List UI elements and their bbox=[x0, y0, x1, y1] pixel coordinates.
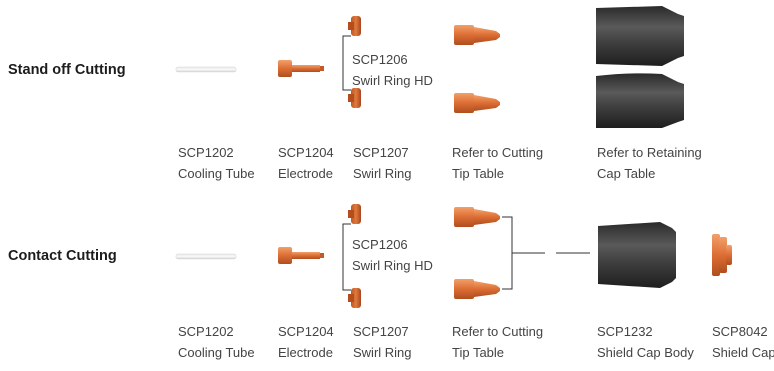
part-number: SCP1232 bbox=[597, 324, 653, 339]
swirl-bracket bbox=[342, 35, 351, 91]
electrode-icon bbox=[278, 60, 324, 77]
cutting-tip-icon bbox=[454, 25, 500, 45]
swirl-bracket bbox=[342, 223, 351, 291]
cutting-tip-icon bbox=[454, 207, 500, 227]
electrode-icon bbox=[278, 247, 324, 264]
shield-cap-body-icon bbox=[598, 222, 676, 288]
part-number: SCP1207 bbox=[353, 324, 409, 339]
cooling-tube-icon bbox=[175, 66, 237, 73]
swirl-hd-label: SCP1206 Swirl Ring HD bbox=[352, 234, 433, 276]
swirl-ring-hd-icon bbox=[348, 16, 361, 36]
part-name: Cooling Tube bbox=[178, 345, 255, 360]
caption-cooling-tube: SCP1202 Cooling Tube bbox=[178, 321, 255, 363]
swirl-ring-hd-icon bbox=[348, 204, 361, 224]
swirl-ring-icon bbox=[348, 88, 361, 108]
part-number: SCP8042 bbox=[712, 324, 768, 339]
part-number: SCP1206 bbox=[352, 52, 408, 67]
caption-electrode: SCP1204 Electrode bbox=[278, 321, 334, 363]
caption-electrode: SCP1204 Electrode bbox=[278, 142, 334, 184]
part-number: SCP1202 bbox=[178, 324, 234, 339]
caption-shield-cap: SCP8042 Shield Cap bbox=[712, 321, 774, 363]
cutting-tip-icon bbox=[454, 93, 500, 113]
part-name: Tip Table bbox=[452, 166, 505, 181]
part-number: Refer to Cutting bbox=[452, 324, 544, 339]
caption-cooling-tube: SCP1202 Cooling Tube bbox=[178, 142, 255, 184]
part-number: Refer to Cutting bbox=[452, 145, 544, 160]
caption-retaining-cap: Refer to Retaining Cap Table bbox=[597, 142, 702, 184]
part-name: Shield Cap Body bbox=[597, 345, 694, 360]
part-number: SCP1206 bbox=[352, 237, 408, 252]
row-label-standoff: Stand off Cutting bbox=[8, 62, 126, 78]
part-name: Tip Table bbox=[452, 345, 505, 360]
caption-shield-cap-body: SCP1232 Shield Cap Body bbox=[597, 321, 694, 363]
caption-cutting-tip: Refer to Cutting Tip Table bbox=[452, 321, 543, 363]
retaining-cap-icon bbox=[596, 73, 684, 128]
part-name: Shield Cap bbox=[712, 345, 774, 360]
cutting-tip-icon bbox=[454, 279, 500, 299]
row-label-contact: Contact Cutting bbox=[8, 248, 117, 264]
part-number: Refer to Retaining bbox=[597, 145, 702, 160]
shield-cap-icon bbox=[712, 234, 732, 276]
caption-swirl-ring: SCP1207 Swirl Ring bbox=[353, 142, 412, 184]
swirl-ring-icon bbox=[348, 288, 361, 308]
part-name: Cooling Tube bbox=[178, 166, 255, 181]
part-name: Electrode bbox=[278, 345, 333, 360]
part-name: Swirl Ring bbox=[353, 345, 412, 360]
caption-cutting-tip: Refer to Cutting Tip Table bbox=[452, 142, 543, 184]
part-name: Cap Table bbox=[597, 166, 656, 181]
part-name: Swirl Ring HD bbox=[352, 258, 433, 273]
cooling-tube-icon bbox=[175, 253, 237, 260]
swirl-hd-label: SCP1206 Swirl Ring HD bbox=[352, 49, 433, 91]
part-number: SCP1204 bbox=[278, 145, 334, 160]
part-number: SCP1204 bbox=[278, 324, 334, 339]
tip-bracket bbox=[502, 216, 545, 290]
part-name: Electrode bbox=[278, 166, 333, 181]
part-name: Swirl Ring bbox=[353, 166, 412, 181]
part-number: SCP1202 bbox=[178, 145, 234, 160]
caption-swirl-ring: SCP1207 Swirl Ring bbox=[353, 321, 412, 363]
part-number: SCP1207 bbox=[353, 145, 409, 160]
retaining-cap-icon bbox=[596, 6, 684, 66]
part-name: Swirl Ring HD bbox=[352, 73, 433, 88]
